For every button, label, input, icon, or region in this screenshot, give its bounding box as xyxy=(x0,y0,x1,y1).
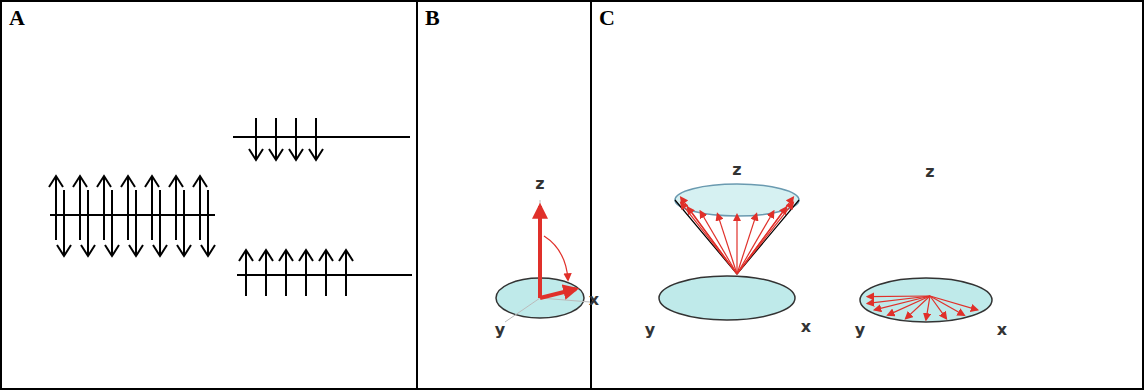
spin-arrow xyxy=(121,176,135,240)
panel-letter: A xyxy=(9,7,25,29)
spin-arrow xyxy=(81,190,95,256)
spin-arrow xyxy=(289,118,303,160)
magnetization-vector xyxy=(538,206,542,298)
axis-label: y xyxy=(495,322,505,338)
spin-arrow xyxy=(201,190,215,256)
spin-arrow xyxy=(319,250,333,296)
spin-arrow xyxy=(249,118,263,160)
axis-label: z xyxy=(535,176,544,192)
spin-arrow xyxy=(177,190,191,256)
magnetization-vector xyxy=(540,289,576,298)
spin-arrow xyxy=(269,118,283,160)
axis-line xyxy=(505,200,590,322)
spin-arrow xyxy=(153,190,167,256)
axis-label: y xyxy=(855,322,865,338)
spin-arrow xyxy=(105,190,119,256)
spin-vector xyxy=(888,296,930,315)
figure-panel: A xyxy=(0,0,418,390)
spin-arrow xyxy=(169,176,183,240)
spin-arrow xyxy=(299,250,313,296)
cone-edge xyxy=(675,200,799,274)
spin-vector xyxy=(736,215,737,274)
spin-arrow xyxy=(57,190,71,256)
panel-letter: B xyxy=(425,7,440,29)
spin-vector xyxy=(930,296,946,319)
axis-label: z xyxy=(925,164,934,180)
axis-label: z xyxy=(732,162,741,178)
spin-arrow xyxy=(239,250,253,296)
figure-panel: C xyxy=(590,0,1144,390)
panel-letter: C xyxy=(599,7,615,29)
spin-vector xyxy=(688,207,737,274)
spin-arrow xyxy=(193,176,207,240)
energy-level xyxy=(50,214,215,216)
spin-arrow xyxy=(309,118,323,160)
spin-vector xyxy=(926,296,930,320)
spin-vector xyxy=(700,211,737,274)
spin-vector xyxy=(737,214,757,274)
axis-label: y xyxy=(645,322,655,338)
spin-arrow xyxy=(49,176,63,240)
spin-arrow xyxy=(279,250,293,296)
flip-arrow xyxy=(544,236,568,280)
spin-arrow xyxy=(339,250,353,296)
spin-arrow xyxy=(73,176,87,240)
spin-vector xyxy=(681,197,737,274)
transverse-plane xyxy=(860,278,992,322)
spin-arrow xyxy=(129,190,143,256)
precession-cone xyxy=(675,184,799,216)
axis-label: x xyxy=(589,292,599,308)
spin-vector xyxy=(930,296,964,315)
energy-level xyxy=(237,274,412,276)
axis-label: x xyxy=(801,319,811,335)
spin-arrow xyxy=(259,250,273,296)
spin-vector xyxy=(737,197,793,274)
spin-vector xyxy=(930,296,977,310)
axis-label: x xyxy=(997,322,1007,338)
transverse-plane xyxy=(659,276,795,320)
spin-vector xyxy=(681,203,737,274)
energy-level xyxy=(233,136,410,138)
spin-vector xyxy=(737,211,774,274)
spin-arrow xyxy=(97,176,111,240)
spin-arrow xyxy=(145,176,159,240)
spin-vector xyxy=(717,214,737,274)
